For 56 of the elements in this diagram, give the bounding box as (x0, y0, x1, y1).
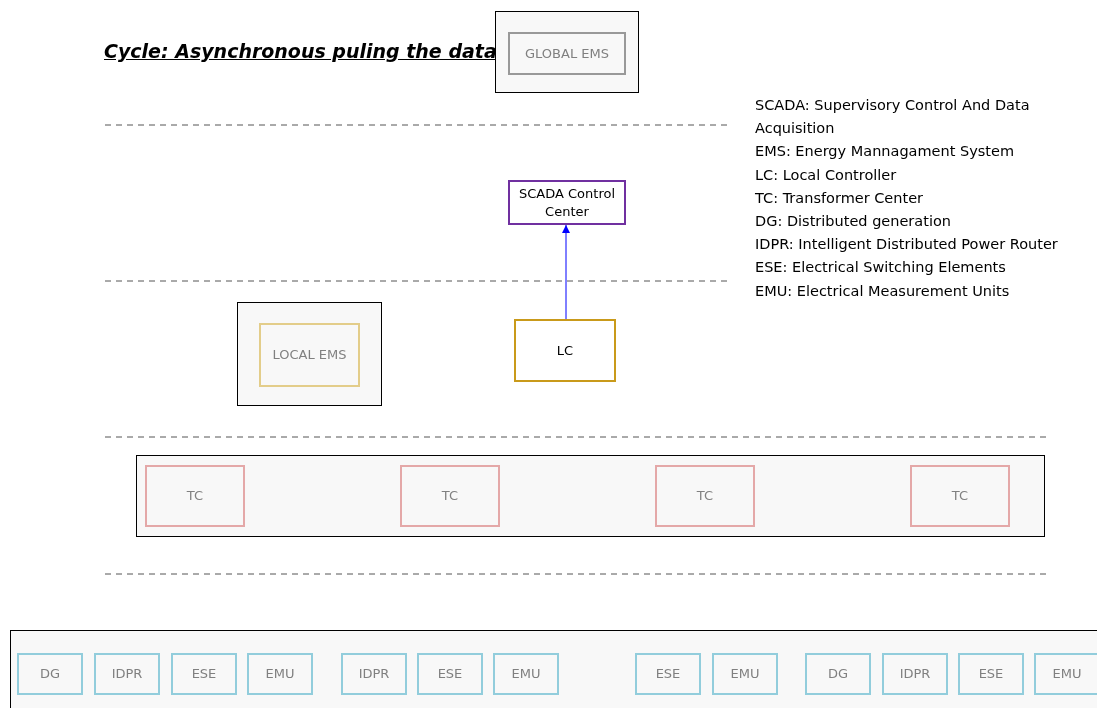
node-label: EMU (1052, 665, 1082, 683)
node-label: EMU (730, 665, 760, 683)
process-box (655, 465, 755, 527)
legend-note: LC: Local Controller (755, 165, 898, 185)
process-box (635, 653, 701, 695)
process-box (882, 653, 948, 695)
process-box (712, 653, 778, 695)
node-label: LOCAL EMS (272, 346, 347, 364)
process-box (259, 323, 360, 387)
node-label: IDPR (899, 665, 931, 683)
node-label: TC (951, 487, 969, 505)
process-box (805, 653, 871, 695)
node-label: IDPR (111, 665, 143, 683)
process-box (508, 180, 626, 225)
node-label: ESE (437, 665, 463, 683)
process-box (94, 653, 160, 695)
process-box (145, 465, 245, 527)
legend-note: SCADA: Supervisory Control And Data Acquisition (755, 96, 1031, 139)
arrow (562, 224, 570, 320)
node-label: DG (827, 665, 849, 683)
node-label: DG (39, 665, 61, 683)
node-label: EMU (265, 665, 295, 683)
group-panel (10, 630, 1097, 708)
legend-note: TC: Transformer Center (755, 188, 925, 208)
process-box (17, 653, 83, 695)
process-box (514, 319, 616, 382)
legend-note: IDPR: Intelligent Distributed Power Router (755, 235, 1059, 255)
process-box (171, 653, 237, 695)
node-label: SCADA Control Center (518, 184, 616, 221)
process-box (400, 465, 500, 527)
process-box (910, 465, 1010, 527)
node-label: TC (696, 487, 714, 505)
group-panel (495, 11, 639, 93)
node-label: EMU (511, 665, 541, 683)
legend-note: DG: Distributed generation (755, 212, 952, 231)
legend-note: EMU: Electrical Measurement Units (755, 281, 1011, 301)
group-panel (136, 455, 1045, 537)
node-label: ESE (978, 665, 1004, 683)
process-box (417, 653, 483, 695)
process-box (247, 653, 313, 695)
node-label: ESE (655, 665, 681, 683)
node-label: LC (556, 341, 574, 360)
process-box (341, 653, 407, 695)
node-label: IDPR (358, 665, 390, 683)
node-label: TC (186, 487, 204, 505)
process-box (493, 653, 559, 695)
node-label: TC (441, 487, 459, 505)
group-panel (237, 302, 382, 406)
node-label: ESE (191, 665, 217, 683)
diagram-title: Cycle: Asynchronous puling the data (104, 40, 497, 62)
legend-note: EMS: Energy Mannagament System (755, 142, 1016, 162)
process-box (958, 653, 1024, 695)
process-box (1034, 653, 1097, 695)
process-box (508, 32, 626, 75)
legend-note: ESE: Electrical Switching Elements (755, 258, 1007, 278)
node-label: GLOBAL EMS (525, 44, 609, 63)
